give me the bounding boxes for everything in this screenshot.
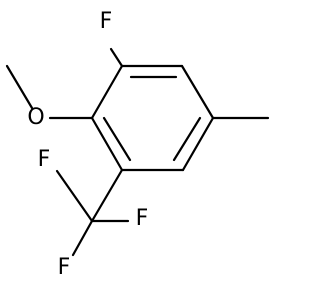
ring-bond-c6-c1 [90,64,124,120]
ring-bond-c3-c4 [181,116,215,172]
bond-c5-cf3-carbon [90,168,124,223]
structure-canvas: F O F F F [5,9,270,280]
ring-double-bond-right [172,116,202,162]
fluorine-label-cf3-upper-left: F [38,147,51,172]
molecule-drawing: F O F F F [5,9,270,280]
fluorine-label-cf3-bottom: F [58,255,71,280]
ring-double-bond-left [102,116,132,162]
bond-cf3-f1 [55,169,94,223]
ring-bond-c5-c6 [90,116,124,172]
fluorine-label-top: F [100,9,113,34]
fluorine-label-cf3-right: F [136,206,149,231]
oxygen-label: O [27,105,44,130]
ring-bond-c2-c3 [180,64,215,120]
bond-c1-fluorine [109,47,124,68]
bond-oxygen-methyl [5,64,34,110]
bond-cf3-f3 [71,219,94,257]
